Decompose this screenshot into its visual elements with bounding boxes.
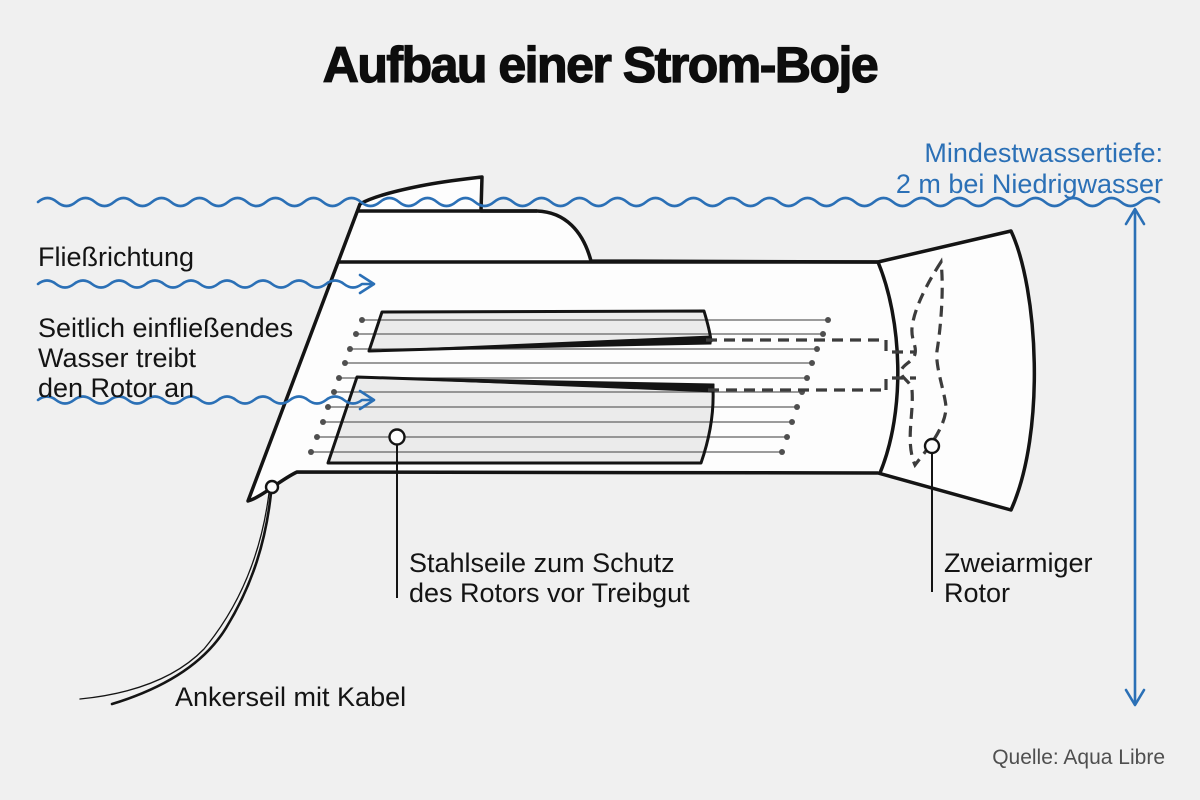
rotor-line2: Rotor (944, 578, 1011, 608)
min-depth-line1: Mindestwassertiefe: (924, 138, 1163, 168)
rotor-line1: Zweiarmiger (944, 548, 1093, 578)
anchor-cable-line (79, 492, 270, 700)
cable-cage-lower (328, 377, 714, 463)
tail-separation-line (876, 261, 900, 474)
source-label: Quelle: Aqua Libre (992, 746, 1165, 769)
min-depth-label: Mindestwassertiefe: 2 m bei Niedrigwasse… (896, 138, 1163, 200)
page-title: Aufbau einer Strom-Boje (322, 37, 879, 93)
steel-cables-label: Stahlseile zum Schutz des Rotors vor Tre… (409, 548, 690, 608)
rotor-label: Zweiarmiger Rotor (944, 548, 1093, 608)
anchor-rope-label: Ankerseil mit Kabel (175, 682, 407, 712)
rotor-marker-icon (923, 437, 941, 455)
waterline-wave (36, 196, 1161, 208)
flow-arrow-lower (36, 395, 374, 405)
flow-direction-label: Fließrichtung (38, 242, 195, 272)
min-depth-line2: 2 m bei Niedrigwasser (895, 169, 1163, 199)
depth-arrow (1124, 207, 1146, 707)
steel-cables-line2: des Rotors vor Treibgut (409, 578, 690, 608)
side-inflow-line1: Seitlich einfließendes (38, 313, 294, 343)
cage-wedge-lower (356, 376, 715, 393)
anchor-rope-line (110, 491, 273, 706)
flow-arrow-upper-head (358, 273, 376, 295)
side-inflow-label: Seitlich einfließendes Wasser treibt den… (38, 313, 293, 403)
anchor-ring-icon (264, 479, 280, 495)
flow-arrow-upper (36, 279, 374, 289)
rotor-hub-dashed (706, 338, 916, 392)
flow-arrow-lower-head (358, 389, 376, 411)
steel-cables-marker-icon (388, 428, 406, 446)
side-inflow-line2: Wasser treibt (38, 343, 197, 373)
side-inflow-line3: den Rotor an (38, 373, 195, 403)
rotor-dashed-outline (899, 257, 948, 469)
steel-cables-line1: Stahlseile zum Schutz (409, 548, 675, 578)
